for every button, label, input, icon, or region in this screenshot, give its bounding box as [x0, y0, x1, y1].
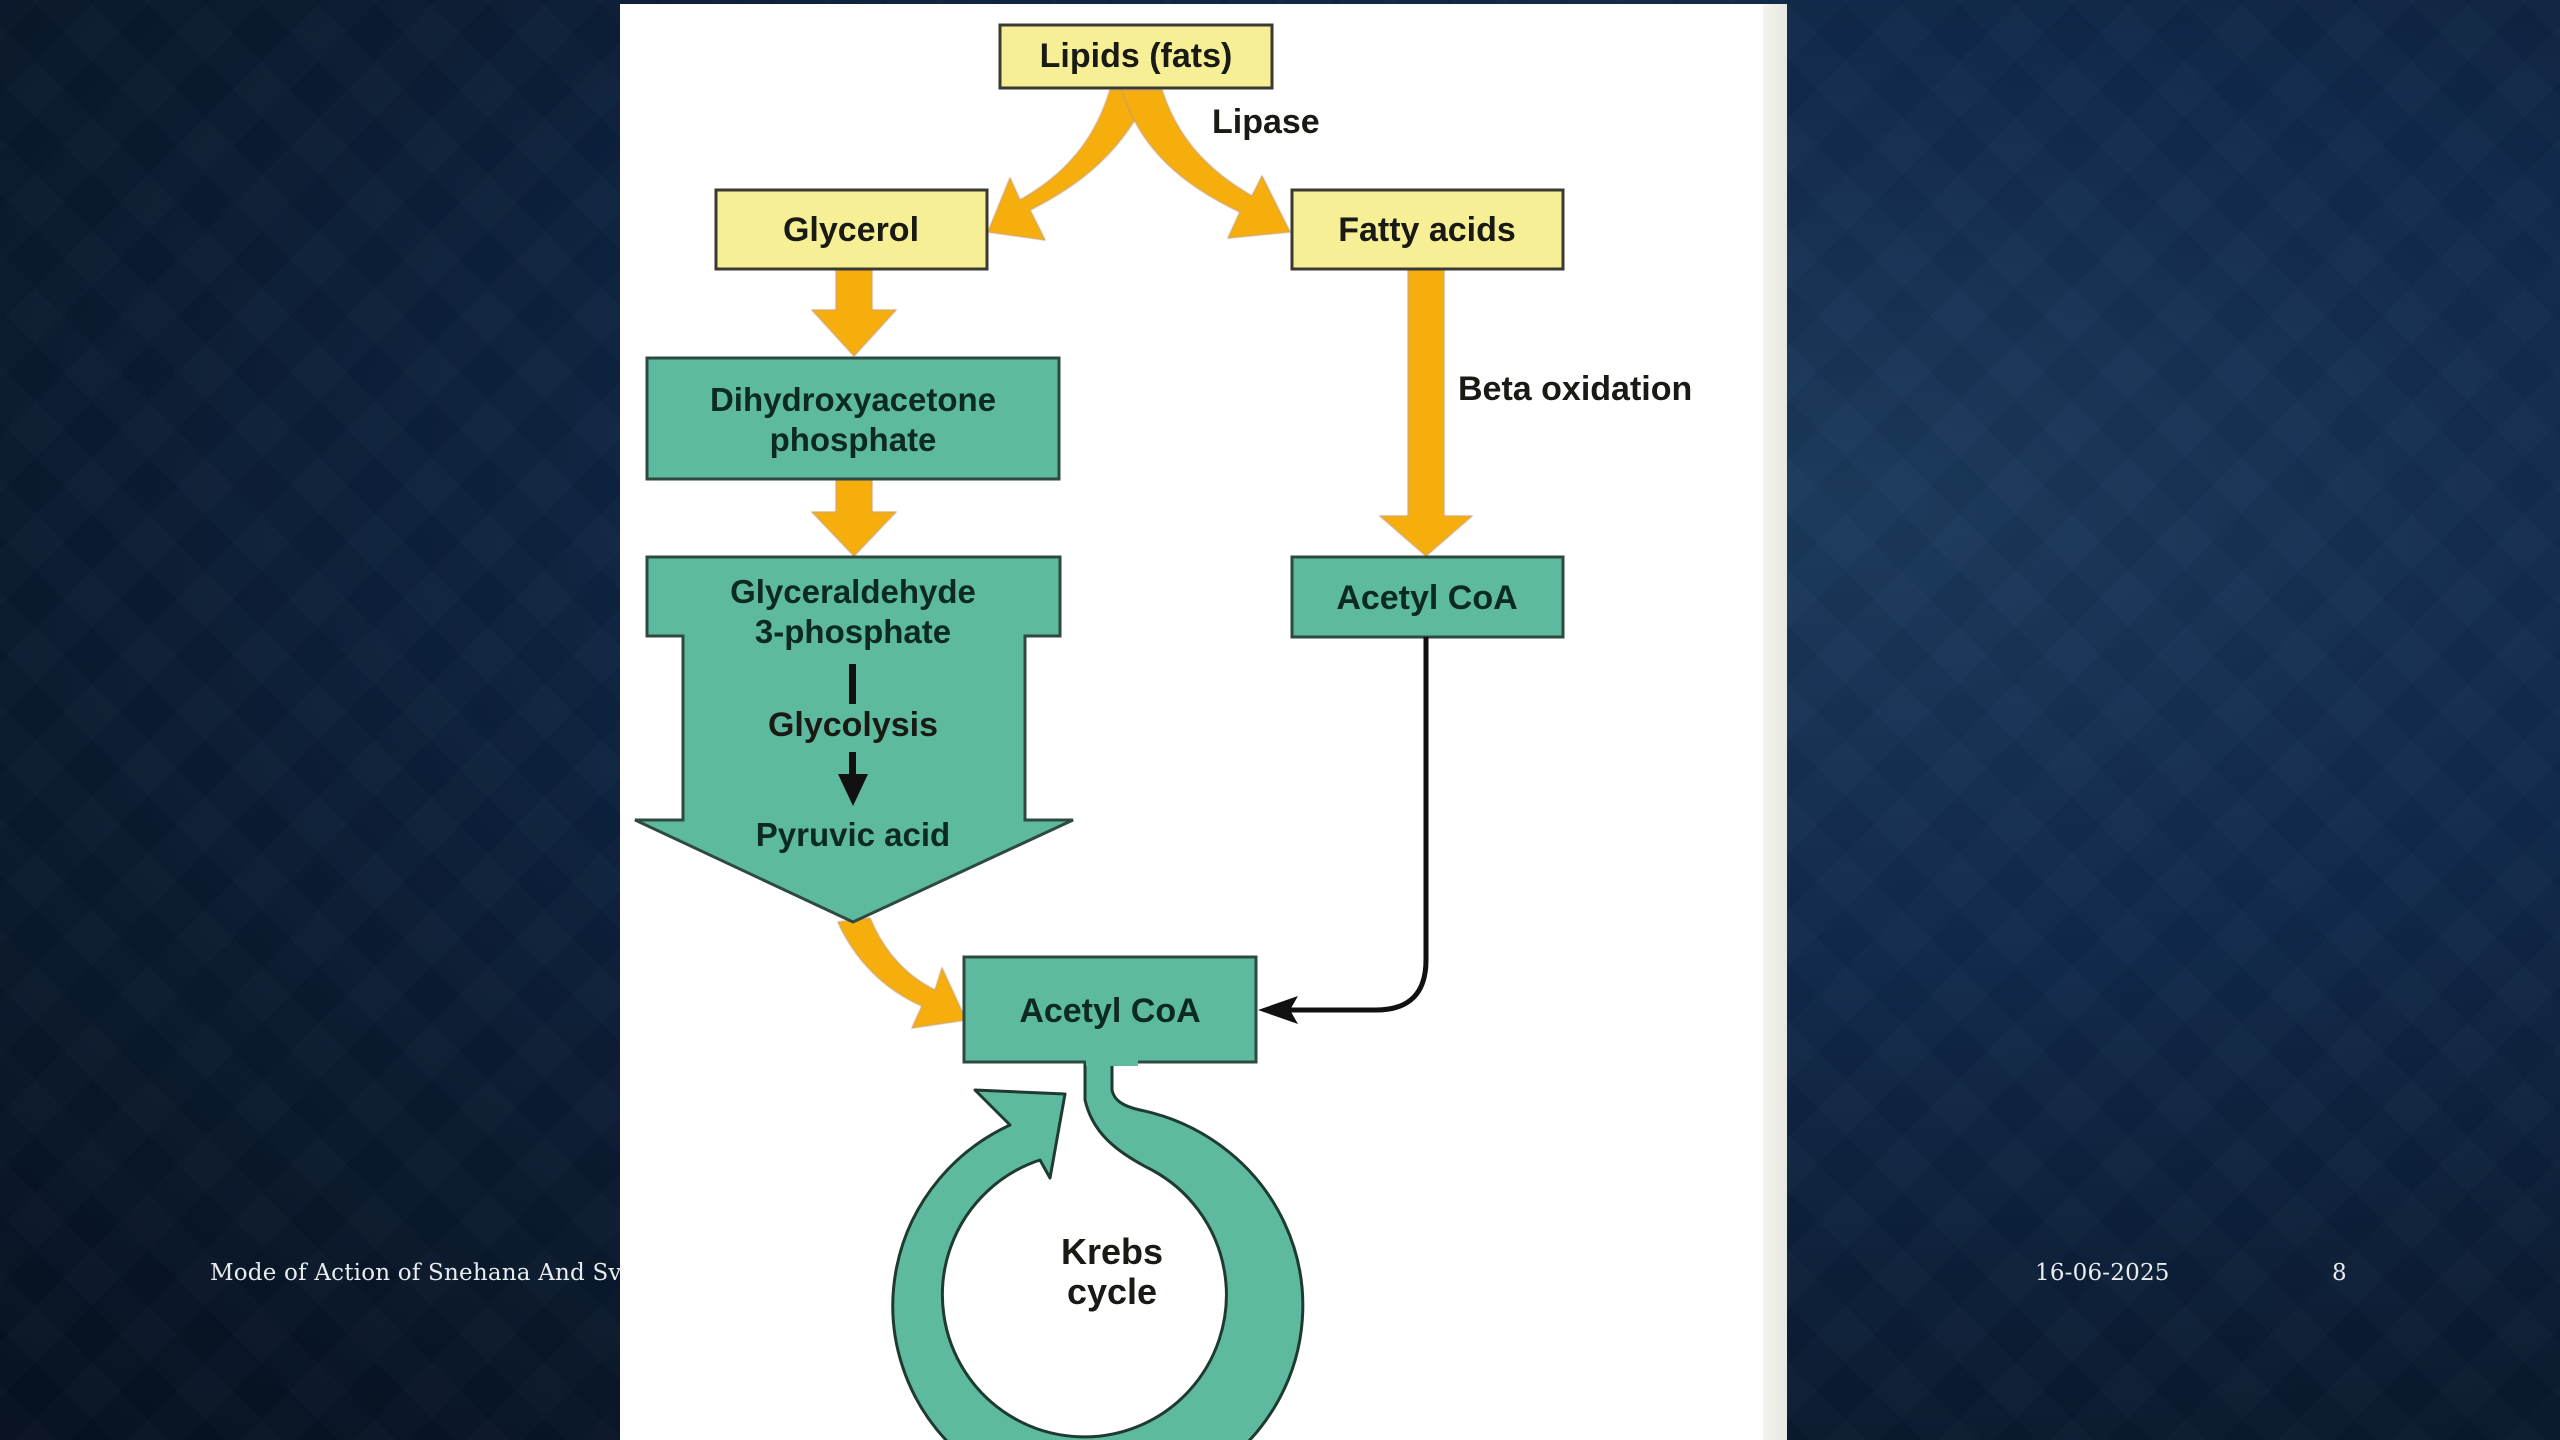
node-glycolysis-arrow: Glyceraldehyde 3-phosphate Glycolysis Py… — [634, 555, 1074, 924]
krebs-cycle-ring: Krebs cycle — [891, 1061, 1305, 1440]
glycolysis-bar-icon — [849, 664, 856, 704]
node-dhap: Dihydroxyacetone phosphate — [645, 356, 1061, 481]
arrow-lipids-to-fatty-acids — [1121, 89, 1291, 239]
node-glycerol: Glycerol — [714, 188, 989, 271]
node-glycerol-label: Glycerol — [783, 211, 919, 249]
node-acetyl-coa-right: Acetyl CoA — [1290, 555, 1565, 639]
node-pyruvic-acid-label: Pyruvic acid — [756, 816, 950, 853]
footer-presentation-title: Mode of Action of Snehana And Sv — [210, 1260, 622, 1286]
node-fatty-acids: Fatty acids — [1290, 188, 1565, 271]
node-acetyl-coa-right-label: Acetyl CoA — [1336, 579, 1517, 617]
edge-label-lipase: Lipase — [1212, 103, 1320, 141]
node-acetyl-coa-bottom: Acetyl CoA — [962, 955, 1258, 1066]
krebs-cycle-label-line1: Krebs — [1061, 1231, 1163, 1272]
arrow-acetyl-coa-to-acetyl-coa — [1258, 637, 1429, 1024]
arrow-pyruvate-to-acetyl-coa — [837, 917, 967, 1029]
node-lipids: Lipids (fats) — [998, 23, 1274, 90]
node-g3p-label-line2: 3-phosphate — [755, 613, 951, 650]
arrow-beta-oxidation — [1378, 269, 1474, 557]
node-dhap-label-line2: phosphate — [770, 421, 937, 458]
arrow-lipids-to-glycerol — [987, 89, 1151, 241]
node-g3p-label-line1: Glyceraldehyde — [730, 573, 976, 610]
lipase-split-arrows — [987, 89, 1291, 241]
edge-label-beta-oxidation: Beta oxidation — [1458, 370, 1692, 408]
arrow-dhap-to-g3p — [810, 479, 898, 557]
glycolysis-down-arrow-icon — [838, 752, 868, 806]
node-acetyl-coa-bottom-label: Acetyl CoA — [1019, 992, 1200, 1030]
krebs-cycle-label-line2: cycle — [1067, 1271, 1157, 1312]
node-dhap-label-line1: Dihydroxyacetone — [710, 381, 996, 418]
arrow-glycerol-to-dhap — [810, 269, 898, 357]
node-fatty-acids-label: Fatty acids — [1338, 211, 1516, 249]
footer-date: 16-06-2025 — [2035, 1260, 2170, 1286]
slide-number: 8 — [2332, 1260, 2347, 1286]
panel-edge — [1763, 4, 1787, 1440]
node-lipids-label: Lipids (fats) — [1040, 37, 1233, 75]
node-glycolysis-label: Glycolysis — [768, 706, 938, 744]
